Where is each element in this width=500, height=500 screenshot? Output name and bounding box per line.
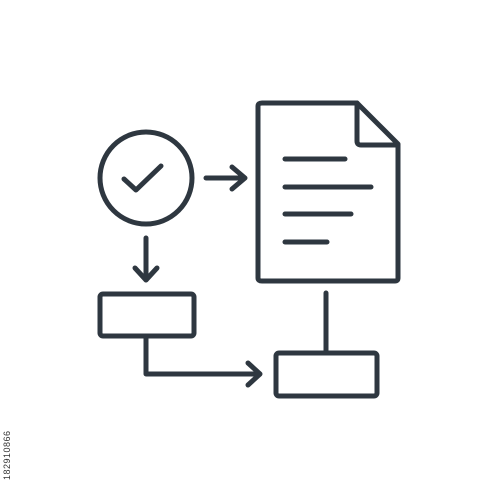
elbow-connector [143, 334, 262, 377]
arrow-right-head-lower-icon [245, 360, 263, 388]
checkmark-icon [121, 163, 164, 193]
process-box-right [273, 350, 380, 399]
icon-strokes [97, 100, 401, 399]
arrow-down-head-icon [132, 265, 160, 283]
check-circle-icon [97, 129, 195, 227]
document-fold-icon [354, 100, 401, 148]
arrow-right-head-icon [229, 164, 248, 192]
process-box-left [97, 291, 197, 339]
document-icon [255, 100, 401, 284]
